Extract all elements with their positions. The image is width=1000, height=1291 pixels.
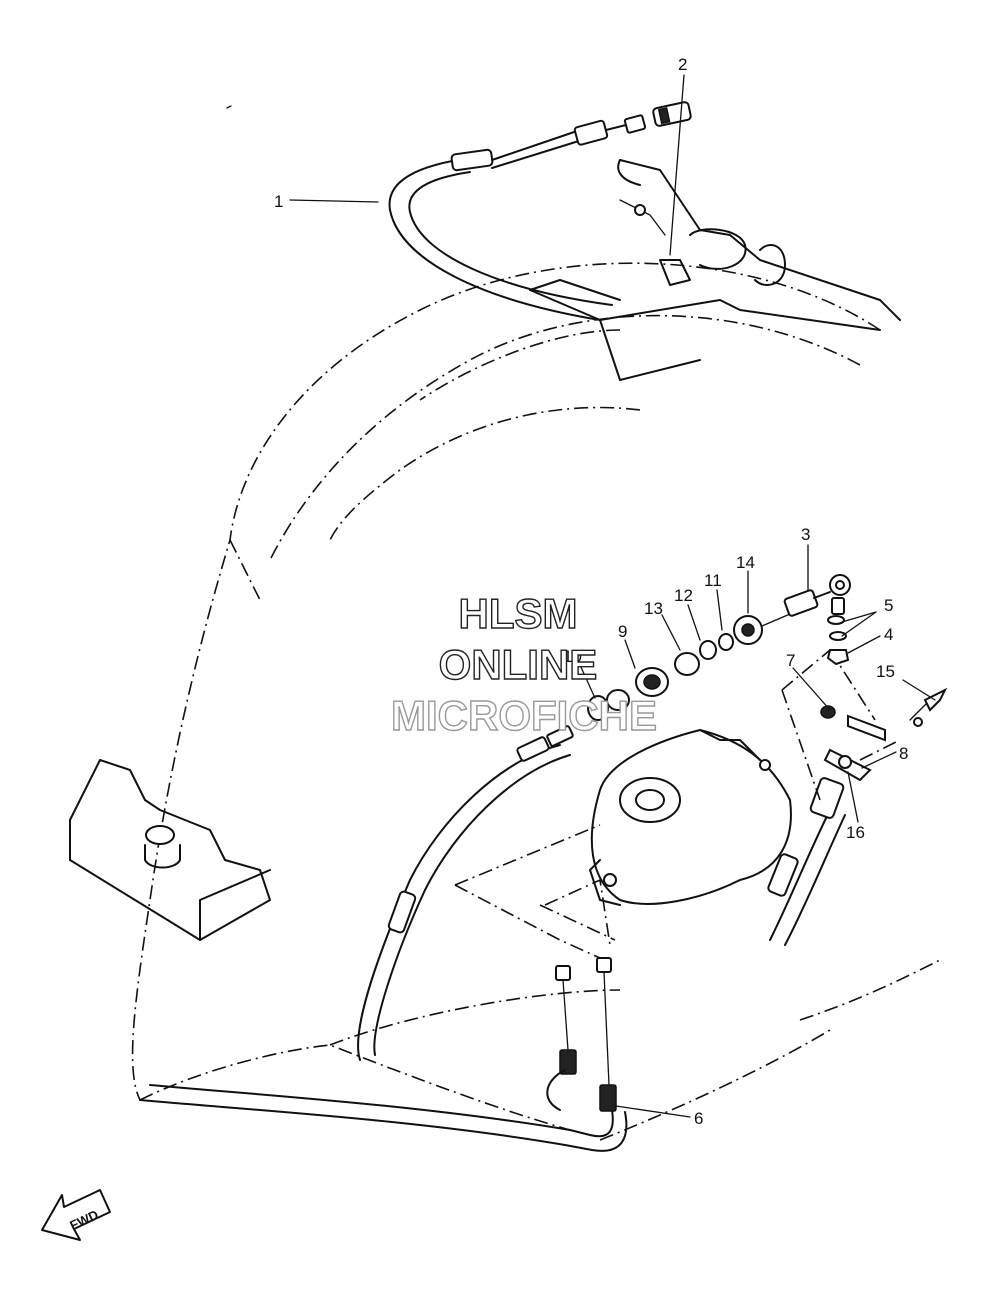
cable-lower [139,725,628,1152]
fwd-direction-marker: FWD [41,1189,111,1241]
callout-16: 16 [846,823,865,842]
fitting-part-6 [546,957,617,1112]
hull-outline [131,262,941,1141]
callout-11: 11 [704,571,722,590]
small-parts [820,687,948,782]
exploded-parts [587,613,791,721]
mount-bracket [69,759,271,941]
watermark: HLSM ONLINE MICROFICHE [390,589,657,739]
callout-5: 5 [884,596,893,615]
callout-10: 10 [563,647,582,666]
callout-2: 2 [678,55,687,74]
callout-8: 8 [899,744,908,763]
callout-7: 7 [786,651,795,670]
gearbox-housing [589,729,792,906]
steering-structure [529,159,901,381]
watermark-line-3: MICROFICHE [391,692,657,739]
callout-6: 6 [694,1109,703,1128]
leader-lines [289,74,936,1118]
stray-mark [226,105,232,109]
cable-upper [388,101,692,321]
callout-14: 14 [736,553,755,572]
callout-15: 15 [876,662,895,681]
rod-end-part-3 [783,574,851,666]
cable-right [767,777,846,946]
fwd-label: FWD [67,1207,100,1233]
callout-1: 1 [274,192,283,211]
callout-9: 9 [618,622,627,641]
watermark-line-1: HLSM [459,590,578,637]
callout-labels: 1 2 3 4 5 6 7 8 9 10 11 12 13 14 15 16 [274,55,908,1128]
watermark-line-2: ONLINE [439,641,598,688]
callout-12: 12 [674,586,693,605]
callout-13: 13 [644,599,663,618]
callout-3: 3 [801,525,810,544]
callout-4: 4 [884,625,893,644]
